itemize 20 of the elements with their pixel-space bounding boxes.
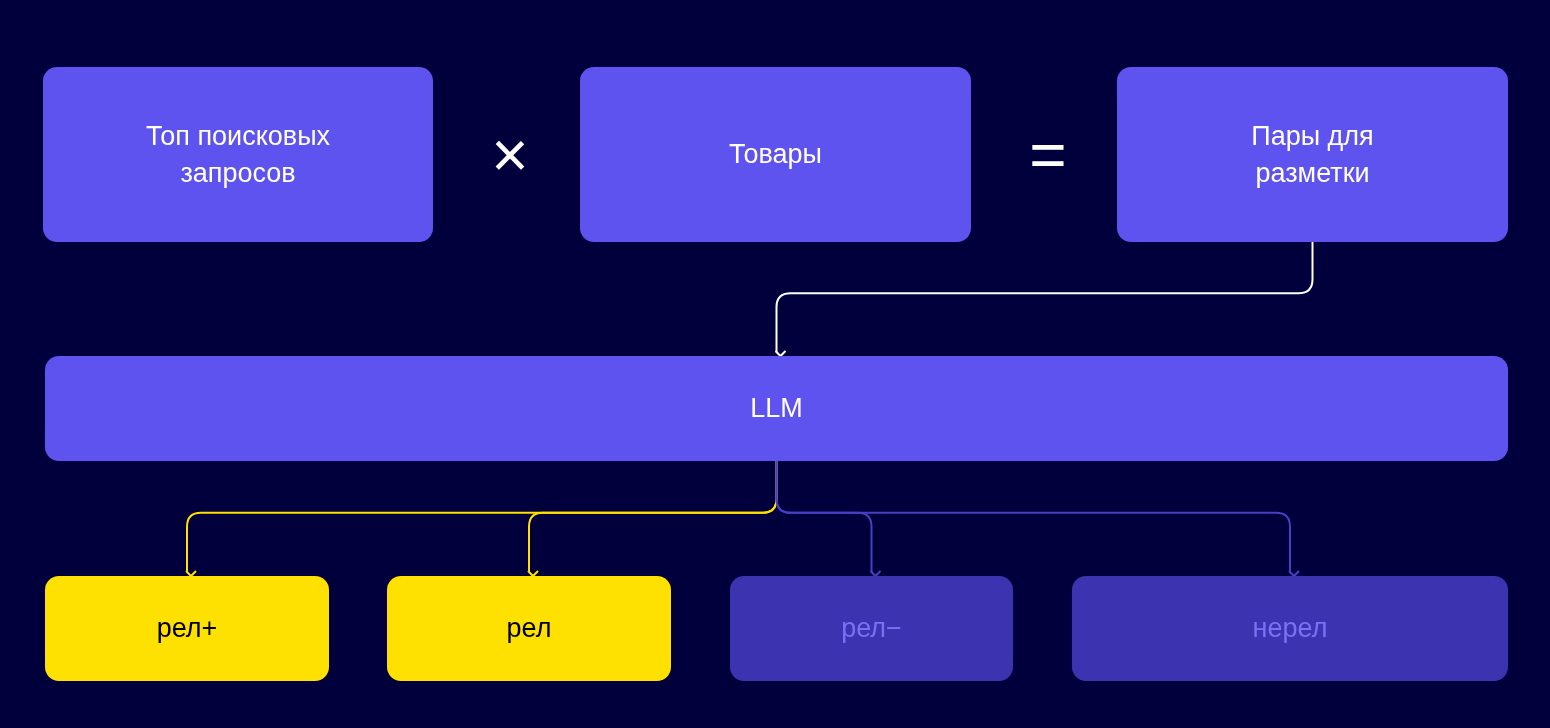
process-box	[730, 576, 1013, 681]
box-label: LLM	[750, 392, 803, 425]
box-label: рел−	[841, 612, 902, 645]
process-box	[1072, 576, 1508, 681]
process-box	[45, 356, 1508, 461]
process-box	[1117, 67, 1508, 242]
box-label: Товары	[729, 138, 822, 171]
process-box	[43, 67, 433, 242]
arrow	[774, 241, 1314, 357]
arrow	[775, 460, 1300, 577]
box-label: Топ поисковых запросов	[144, 119, 332, 190]
process-box	[387, 576, 671, 681]
box-label: Пары для разметки	[1250, 119, 1375, 190]
box-label: рел+	[156, 612, 218, 645]
process-box	[45, 576, 329, 681]
box-label: рел	[506, 612, 552, 645]
box-label: нерел	[1252, 612, 1328, 645]
process-box	[580, 67, 971, 242]
operator-symbol: ×	[491, 123, 529, 187]
operator-symbol: =	[1029, 123, 1067, 187]
